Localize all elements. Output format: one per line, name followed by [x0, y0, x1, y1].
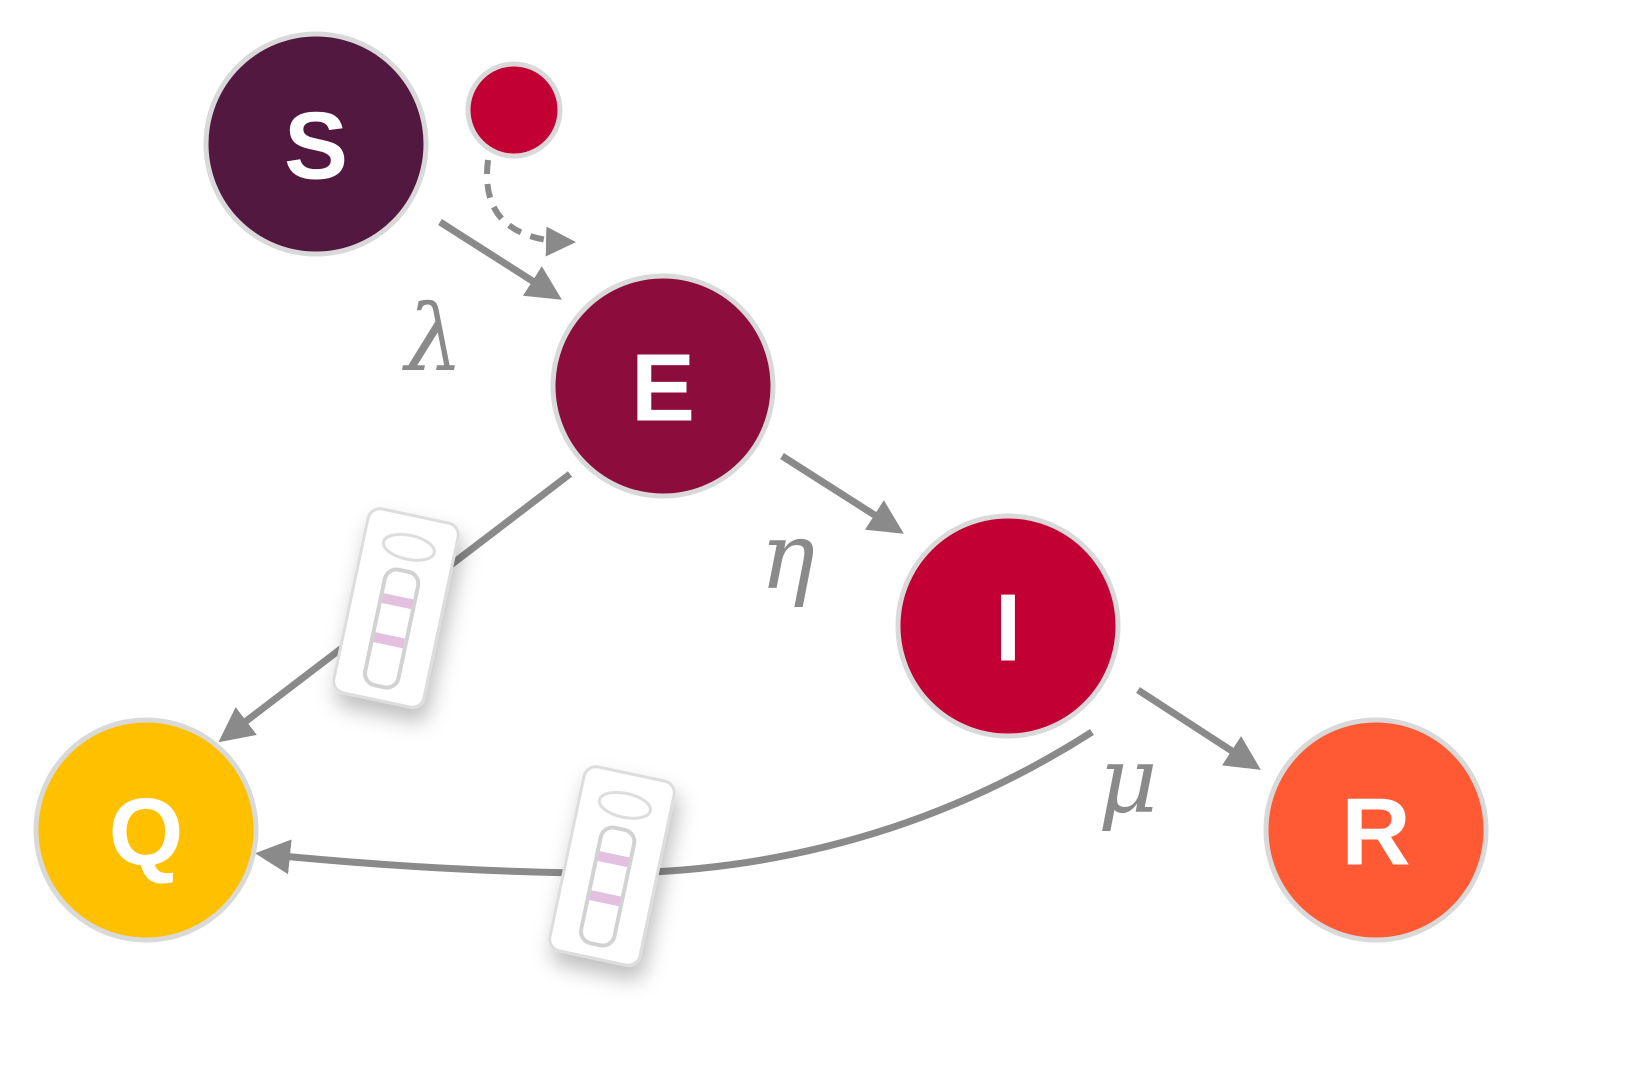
node-i-label: I [995, 575, 1022, 682]
rapid-test-icon [332, 507, 460, 709]
node-q-label: Q [109, 779, 184, 886]
node-i: I [895, 513, 1121, 739]
infectious-contact-dot [465, 61, 563, 159]
edge-i-to-r [1136, 687, 1261, 770]
edge-s-to-e [438, 219, 562, 300]
infectious-contact-circle [465, 61, 563, 159]
node-e-label: E [631, 335, 695, 442]
rate-label-eta: η [760, 503, 815, 610]
node-i-circle [895, 513, 1121, 739]
node-s-label: S [284, 93, 348, 200]
edge-i-to-q [255, 729, 1094, 877]
node-r-circle [1263, 717, 1489, 943]
test-band-result [373, 632, 405, 649]
node-s: S [203, 31, 429, 257]
node-r-label: R [1341, 779, 1410, 886]
rapid-test-icon [548, 765, 676, 967]
rate-label-lambda: λ [401, 285, 463, 392]
node-e: E [550, 273, 776, 499]
node-e-circle [550, 273, 776, 499]
test-band-control [381, 593, 414, 610]
test-band-control [597, 851, 630, 868]
edge-e-to-i [780, 453, 904, 534]
node-q: Q [33, 717, 259, 943]
edge-contact-to-e [484, 159, 576, 257]
node-q-circle [33, 717, 259, 943]
rate-labels: λ η μ [401, 285, 1158, 834]
rate-label-mu: μ [1098, 727, 1158, 834]
test-band-result [589, 890, 621, 907]
node-r: R [1263, 717, 1489, 943]
node-s-circle [203, 31, 429, 257]
